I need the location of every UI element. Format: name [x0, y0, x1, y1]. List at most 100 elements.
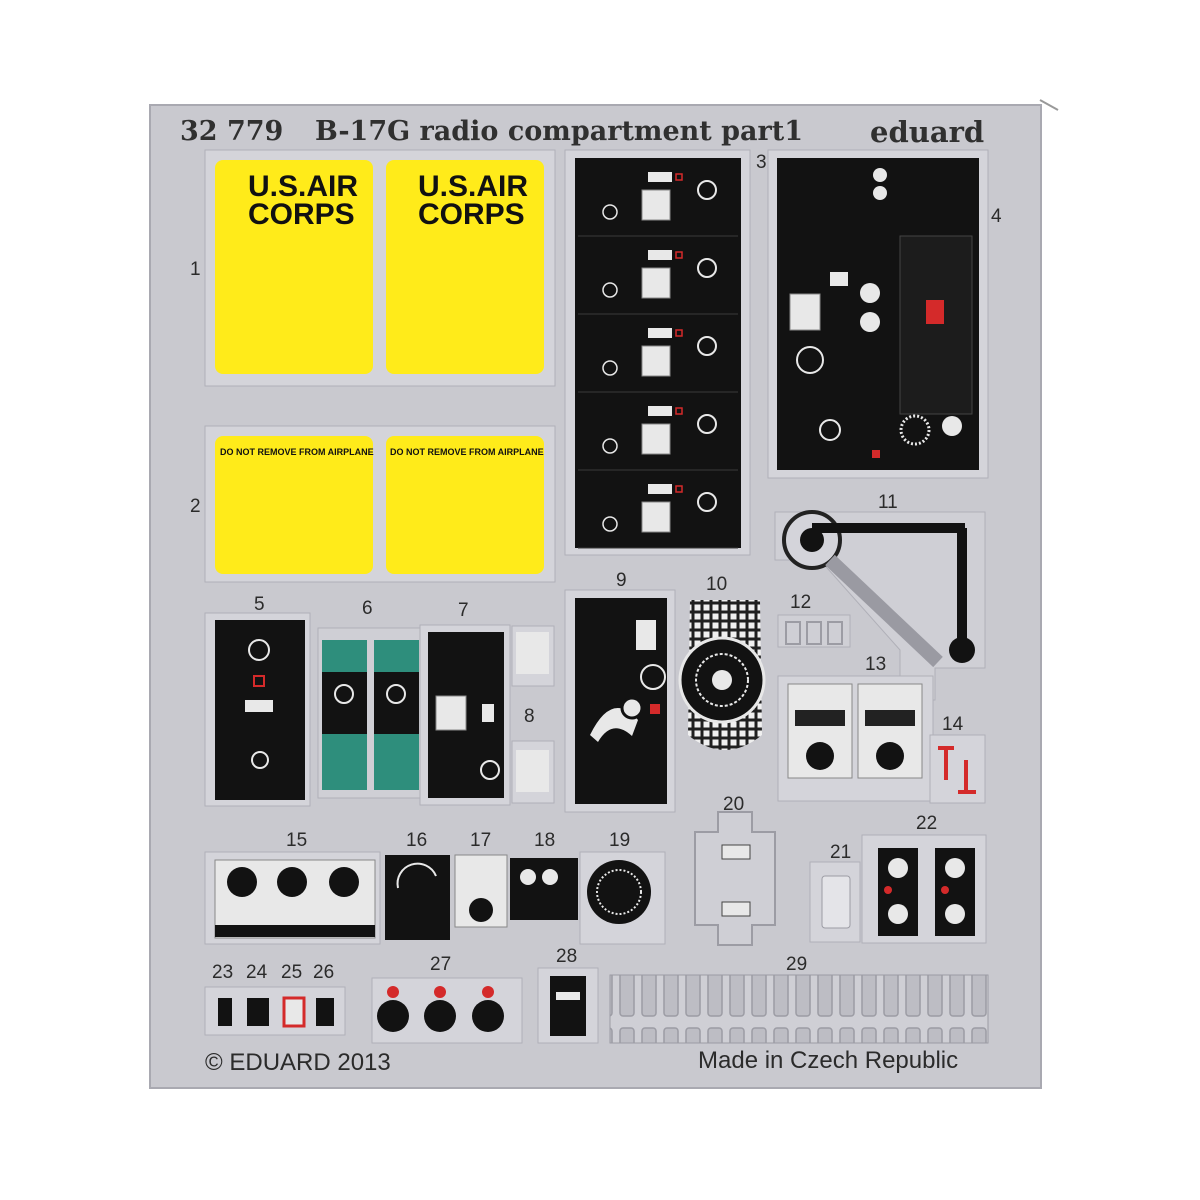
part-label-7: 7	[458, 600, 469, 621]
panel-9-reel	[620, 696, 644, 720]
arm-diagonal	[825, 554, 943, 668]
part-label-14: 14	[942, 714, 964, 735]
part-label-4: 4	[991, 206, 1002, 227]
part-label-27: 27	[430, 954, 451, 975]
part-label-11: 11	[878, 492, 898, 513]
radio-unit-knob	[697, 180, 717, 200]
control-box-right-scale	[865, 710, 915, 726]
meter-round	[942, 416, 962, 436]
knob-dial	[796, 346, 824, 374]
radio-unit-red	[675, 329, 683, 337]
part-5-panel	[204, 612, 311, 807]
arm-end	[949, 637, 975, 663]
part-22-speaker-panels	[861, 834, 987, 944]
part-label-23: 23	[212, 962, 233, 983]
panel-17-knob	[469, 898, 493, 922]
part-label-8: 8	[524, 706, 535, 727]
part-27-knobs	[371, 977, 523, 1044]
part-28-panel	[537, 967, 599, 1044]
part-8-small-panels	[511, 625, 555, 804]
placard-right-line2: CORPS	[418, 198, 525, 231]
part-11-bracket-arm	[774, 510, 986, 701]
placard-dnr-right	[386, 436, 544, 574]
dial-15-b	[277, 867, 307, 897]
tuning-dial-ring	[695, 653, 749, 707]
part-label-29: 29	[786, 954, 807, 975]
part-3-radio-stack	[564, 149, 751, 556]
panel-7-plate	[482, 704, 494, 722]
switch-block	[789, 293, 821, 331]
gauge-b	[860, 283, 880, 303]
part-1-air-corps-placards: U.S.AIR CORPS U.S.AIR CORPS	[204, 149, 556, 387]
panel-16-arc	[396, 862, 437, 889]
part-21-part	[809, 861, 861, 943]
red-tag	[926, 300, 944, 324]
parts-23-26-small-plates	[204, 986, 346, 1036]
label-plate	[830, 272, 848, 286]
panel-5-knob-top	[248, 639, 270, 661]
copyright-text: © EDUARD 2013	[205, 1049, 391, 1076]
part-label-10: 10	[706, 574, 727, 595]
dial-15-c	[329, 867, 359, 897]
radio-unit-switches	[641, 423, 671, 455]
part-label-26: 26	[313, 962, 334, 983]
radio-unit-label	[648, 328, 672, 338]
part-7-panel	[419, 624, 511, 806]
radio-unit-switches	[641, 345, 671, 377]
part-19-dial	[579, 851, 666, 945]
panel-16	[385, 855, 450, 940]
radio-unit-switches	[641, 501, 671, 533]
radio-unit-switches	[641, 267, 671, 299]
panel-7-switch-block	[435, 695, 467, 731]
placard-dnr-left-text: DO NOT REMOVE FROM AIRPLANE	[220, 447, 374, 457]
panel-18-gauge-a	[520, 869, 536, 885]
plate-24	[247, 998, 269, 1026]
part-label-9: 9	[616, 570, 627, 591]
placard-dnr-right-text: DO NOT REMOVE FROM AIRPLANE	[390, 447, 544, 457]
radio-unit-dial	[602, 438, 618, 454]
radio-unit-switches	[641, 189, 671, 221]
plate-23	[218, 998, 232, 1026]
part-16-panel	[385, 855, 450, 940]
fret-title: B-17G radio compartment part1	[315, 116, 803, 147]
tuning-dial-hub	[712, 670, 732, 690]
panel-18	[510, 858, 578, 920]
radio-unit-red	[675, 485, 683, 493]
placard-right-line1: U.S.AIR	[418, 170, 528, 203]
bracket-t-1	[938, 746, 954, 780]
panel-5-label	[245, 700, 273, 712]
radio-unit-label	[648, 484, 672, 494]
placard-left-line1: U.S.AIR	[248, 170, 358, 203]
plate-25	[282, 996, 306, 1028]
part-14-red-brackets	[929, 734, 986, 804]
part-label-5: 5	[254, 594, 265, 615]
part-label-6: 6	[362, 598, 373, 619]
part-label-17: 17	[470, 830, 491, 851]
placard-left-line2: CORPS	[248, 198, 355, 231]
panel-8-upper	[516, 632, 549, 674]
part-number-labels: 1 2 3 4 5 6 7 8 9 10 11 12 13 14 15 16 1…	[190, 152, 1002, 983]
radio-unit-label	[648, 250, 672, 260]
radio-unit-dial	[602, 204, 618, 220]
part-label-13: 13	[865, 654, 886, 675]
radio-unit-knob	[697, 336, 717, 356]
green-panel-left-dial	[334, 684, 354, 704]
radio-unit-dial	[602, 282, 618, 298]
gauge-d	[873, 186, 887, 200]
kit-number: 32 779	[180, 116, 283, 147]
part-20-cross-part	[694, 811, 776, 946]
radio-unit-red	[675, 173, 683, 181]
part-label-12: 12	[790, 592, 811, 613]
placard-air-corps-left	[215, 160, 373, 374]
panel-18-gauge-b	[542, 869, 558, 885]
radio-unit-label	[648, 172, 672, 182]
origin-text: Made in Czech Republic	[698, 1047, 958, 1074]
part-10-mesh-dial	[678, 600, 766, 750]
part-label-15: 15	[286, 830, 307, 851]
green-panel-right-dial	[386, 684, 406, 704]
knob-lower	[819, 419, 841, 441]
arm-pivot-hub	[800, 528, 824, 552]
part-18-panel	[510, 858, 578, 920]
gauge-c	[873, 168, 887, 182]
